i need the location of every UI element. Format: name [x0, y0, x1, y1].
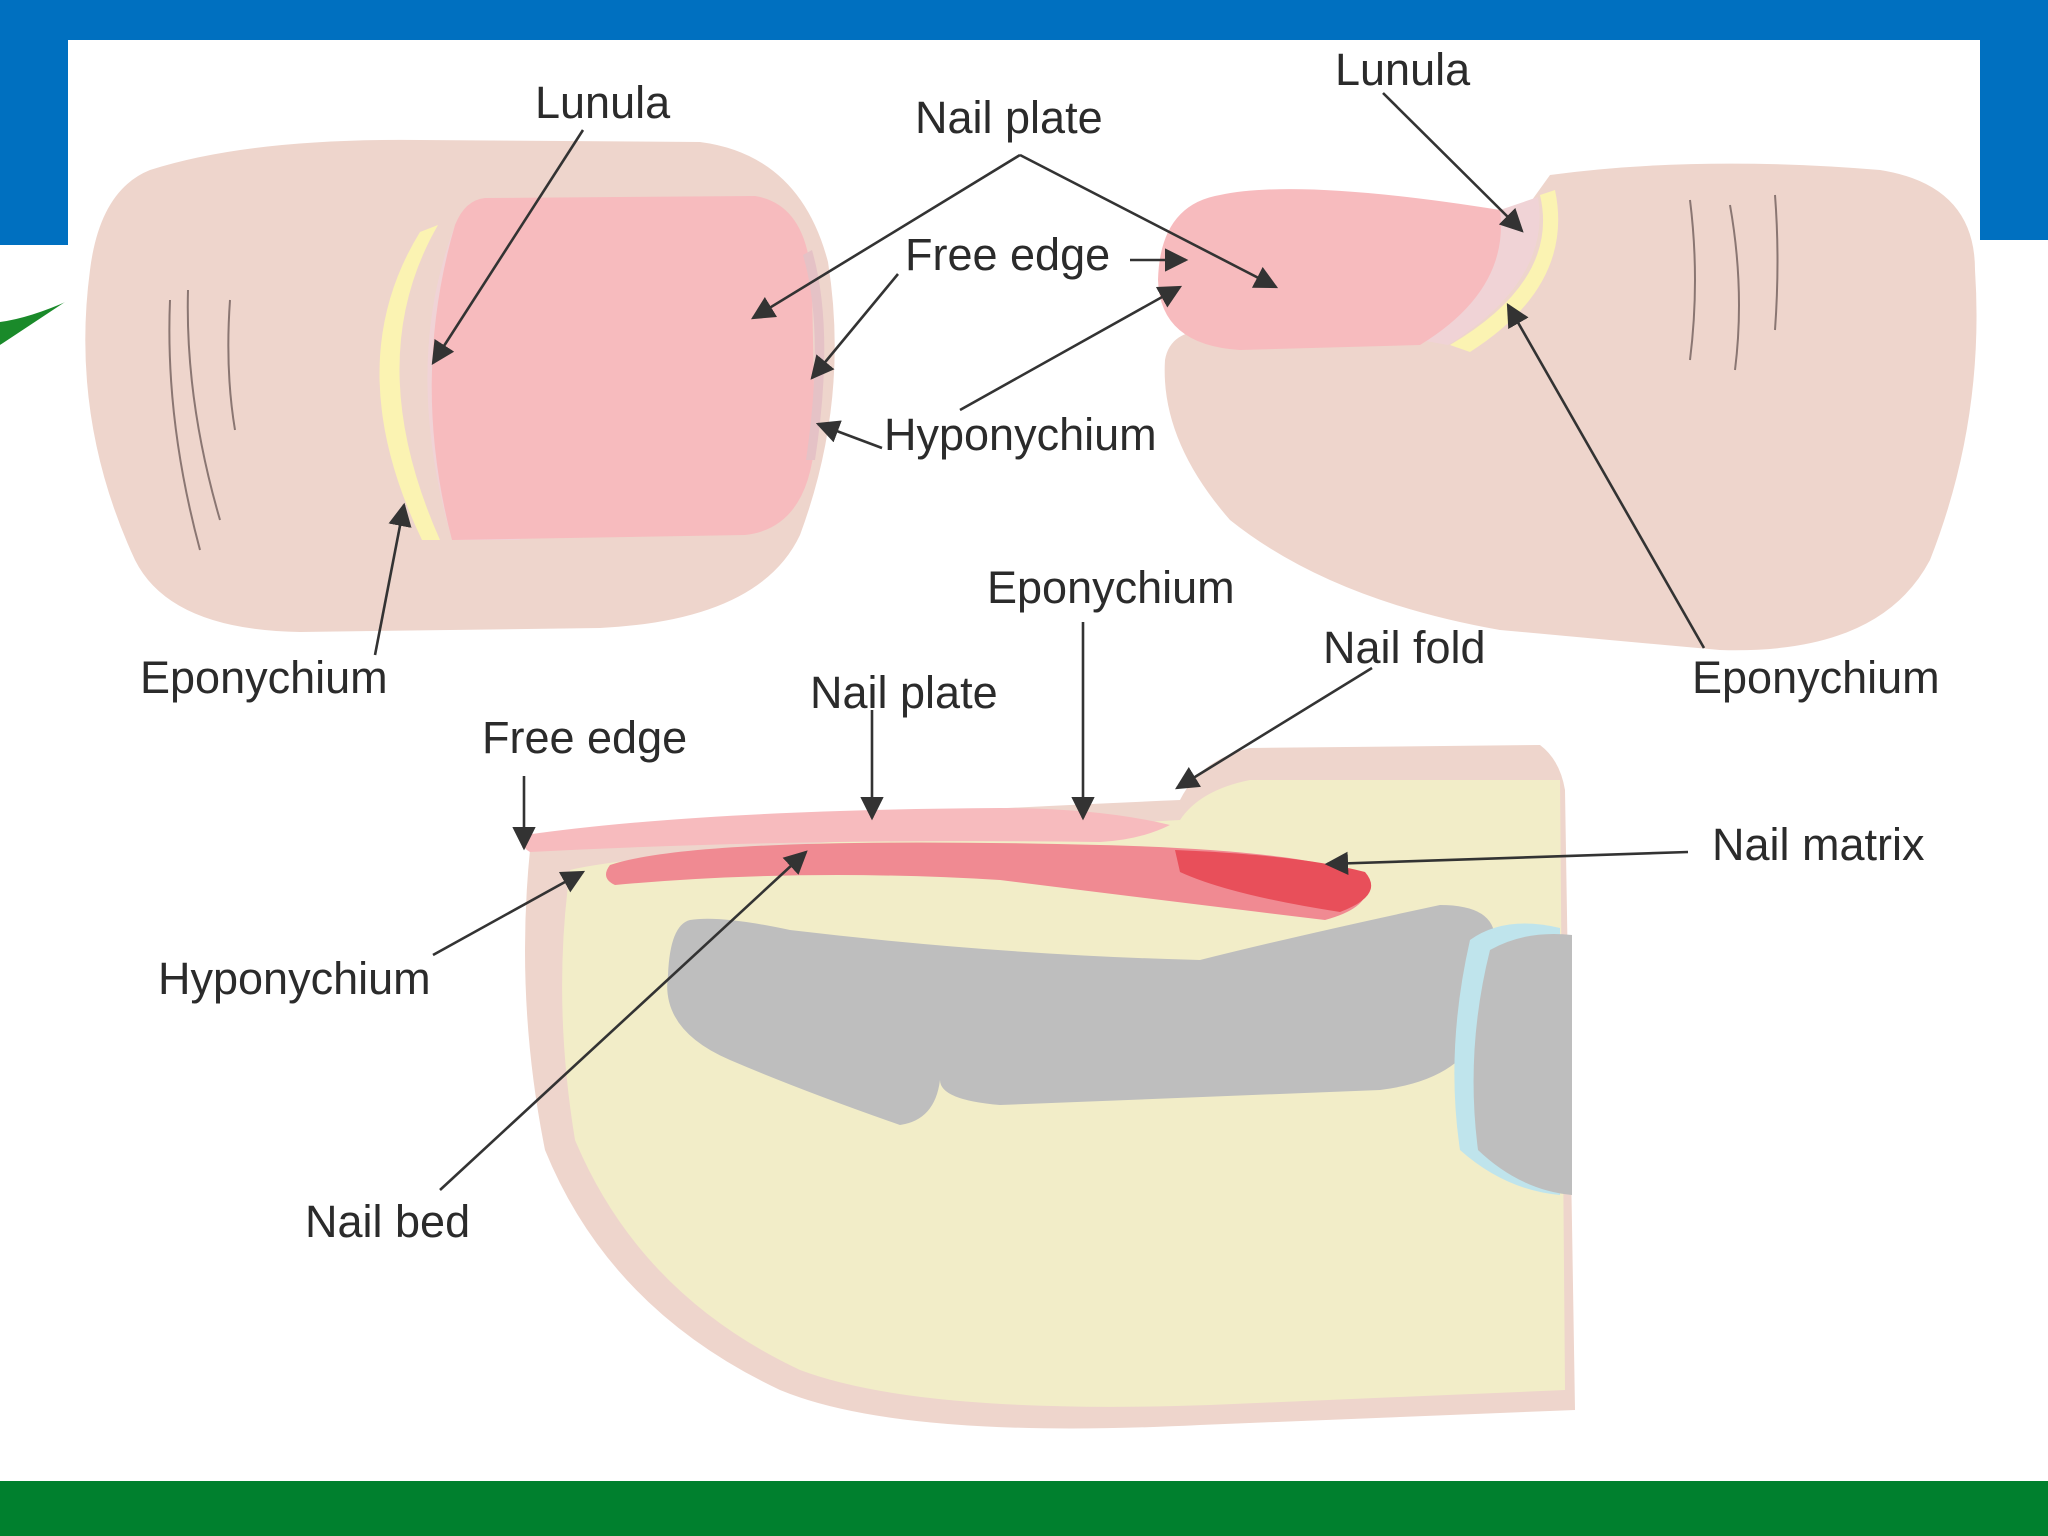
cross-section-nail-plate	[522, 808, 1170, 852]
label-cs-eponychium: Eponychium	[987, 562, 1235, 613]
arrow-cs-nail-bed	[439, 850, 808, 1191]
label-cs-free-edge: Free edge	[482, 712, 687, 763]
top-left-free-edge	[803, 250, 825, 460]
top-right-lunula	[1420, 197, 1540, 345]
arrow-tl-eponychium	[373, 502, 412, 656]
label-tl-hyponychium: Hyponychium	[884, 409, 1157, 460]
label-tr-lunula: Lunula	[1335, 44, 1471, 95]
label-tr-eponychium: Eponychium	[1692, 652, 1940, 703]
label-tl-eponychium: Eponychium	[140, 652, 388, 703]
top-right-finger	[1158, 163, 1977, 651]
top-right-skin-crease	[1689, 194, 1779, 371]
cross-section-middle-phalanx	[1473, 934, 1572, 1195]
arrow-nail-plate-left	[751, 153, 1021, 320]
label-cs-nail-fold: Nail fold	[1323, 622, 1486, 673]
label-tl-free-edge: Free edge	[905, 229, 1110, 280]
label-cs-hyponychium: Hyponychium	[158, 953, 431, 1004]
top-left-eponychium	[379, 225, 440, 540]
top-left-nail-plate	[431, 196, 815, 540]
bottom-band	[0, 1481, 2048, 1536]
cross-section-nail-matrix	[1175, 850, 1372, 912]
label-tl-nail-plate: Nail plate	[915, 92, 1103, 143]
label-cs-nail-matrix: Nail matrix	[1712, 819, 1925, 870]
arrow-hyponychium-right	[959, 285, 1183, 412]
cross-section-bone	[667, 905, 1496, 1125]
diagram-labels: Lunula Nail plate Free edge Hyponychium …	[140, 44, 1940, 1247]
arrow-tl-hyponychium	[815, 420, 883, 450]
top-right-nail-plate	[1158, 189, 1501, 350]
arrow-tl-free-edge	[810, 273, 900, 380]
arrow-tr-lunula	[1382, 92, 1524, 233]
label-cs-nail-plate: Nail plate	[810, 667, 998, 718]
arrow-tl-lunula	[431, 129, 585, 365]
arrow-cs-hyponychium	[432, 870, 586, 957]
arrow-tr-eponychium	[1506, 302, 1706, 649]
arrow-cs-nail-matrix	[1324, 850, 1689, 875]
cross-section	[522, 745, 1575, 1429]
arrow-nail-plate-right	[1019, 153, 1279, 289]
label-tl-lunula: Lunula	[535, 77, 671, 128]
pointer-arrows	[373, 92, 1706, 1191]
top-left-finger	[85, 139, 835, 632]
arrow-cs-nail-fold	[1175, 666, 1373, 790]
label-cs-nail-bed: Nail bed	[305, 1196, 470, 1247]
top-right-finger-skin	[1164, 163, 1977, 651]
top-right-eponychium	[1450, 190, 1559, 352]
top-left-skin-crease	[168, 289, 236, 551]
